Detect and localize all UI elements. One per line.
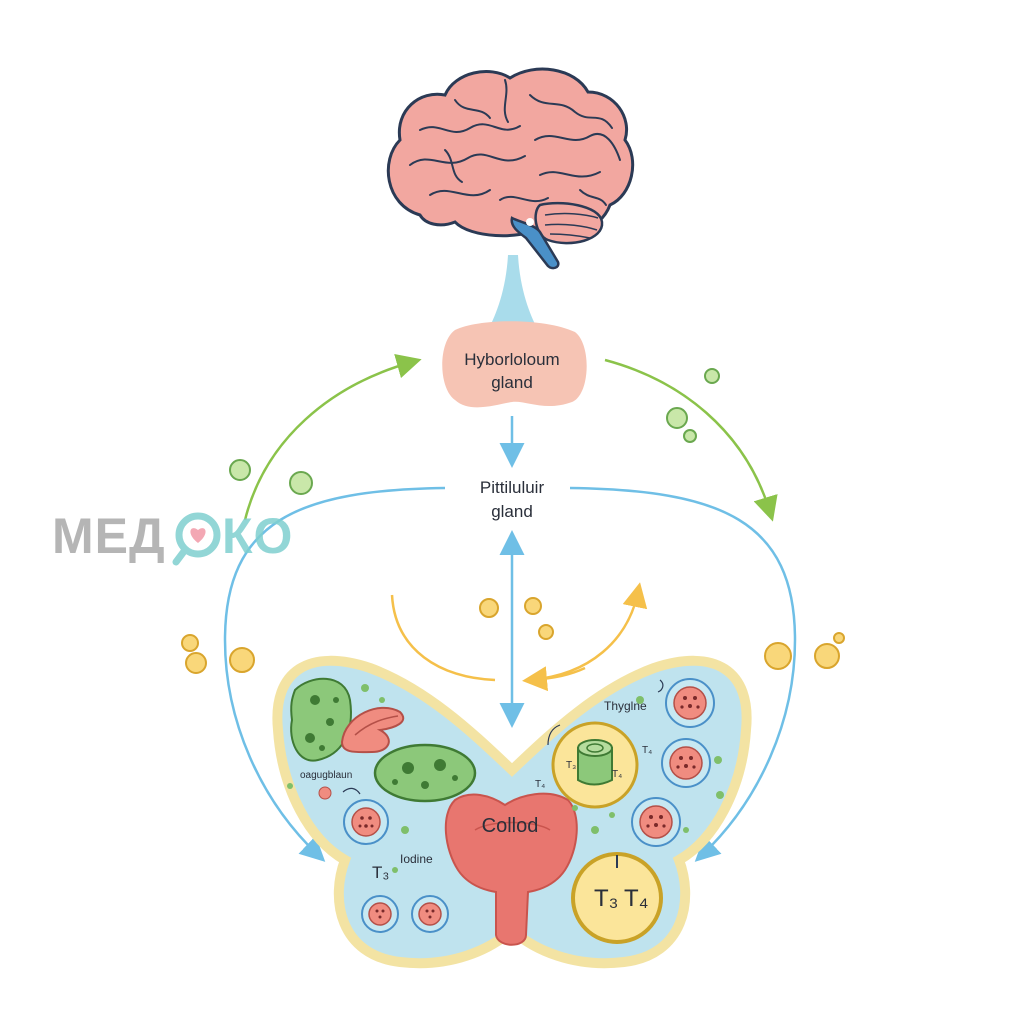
t3-small-label: T₃	[566, 760, 576, 771]
right-green-feedback-arrow	[604, 358, 778, 522]
follicle-cells	[343, 678, 715, 933]
green-hormone-particles	[229, 368, 720, 495]
t4-near-label: T₄	[535, 779, 545, 790]
t3-left-label: T₃	[372, 863, 389, 882]
yellow-hormone-particles	[181, 597, 845, 674]
hypothalamus-label-1: Hyborloloum	[464, 350, 559, 369]
brain-icon	[386, 67, 635, 270]
t4-arrow-label: T₄	[642, 745, 652, 756]
watermark-text-1: МЕД	[52, 508, 166, 564]
golgi-structure	[340, 706, 405, 754]
left-yellow-arc	[390, 594, 496, 682]
cell-label-left: oagugblaun	[300, 770, 352, 781]
thyroid-gland: Collod	[272, 655, 752, 969]
hormone-follicle-large	[571, 852, 663, 944]
hypothalamus-label-2: gland	[491, 373, 533, 392]
infundibulum-stalk	[488, 255, 538, 330]
right-yellow-arc-lower	[522, 666, 586, 692]
t3-large-label: T₃	[594, 885, 618, 912]
pituitary-label-2: gland	[491, 502, 533, 521]
right-blue-loop-arrow	[569, 486, 797, 862]
follicular-cell-green-2	[373, 743, 477, 803]
iodine-label: Iodine	[400, 852, 433, 866]
pituitary-label-1: Pittiluluir	[480, 478, 545, 497]
heart-icon	[172, 512, 221, 566]
thyroglobulin-label: Thyglne	[604, 699, 647, 713]
watermark-text-2: КО	[222, 508, 293, 564]
left-blue-loop-arrow	[223, 486, 446, 862]
t4-large-label: T₄	[624, 885, 648, 912]
thyroid-lobes	[444, 792, 578, 946]
watermark: МЕД КО	[52, 508, 293, 566]
t4-small-label: T₄	[612, 769, 622, 780]
hypothalamus-gland	[442, 321, 587, 408]
colloid-label: Collod	[482, 815, 539, 837]
left-green-feedback-arrow	[243, 354, 422, 521]
